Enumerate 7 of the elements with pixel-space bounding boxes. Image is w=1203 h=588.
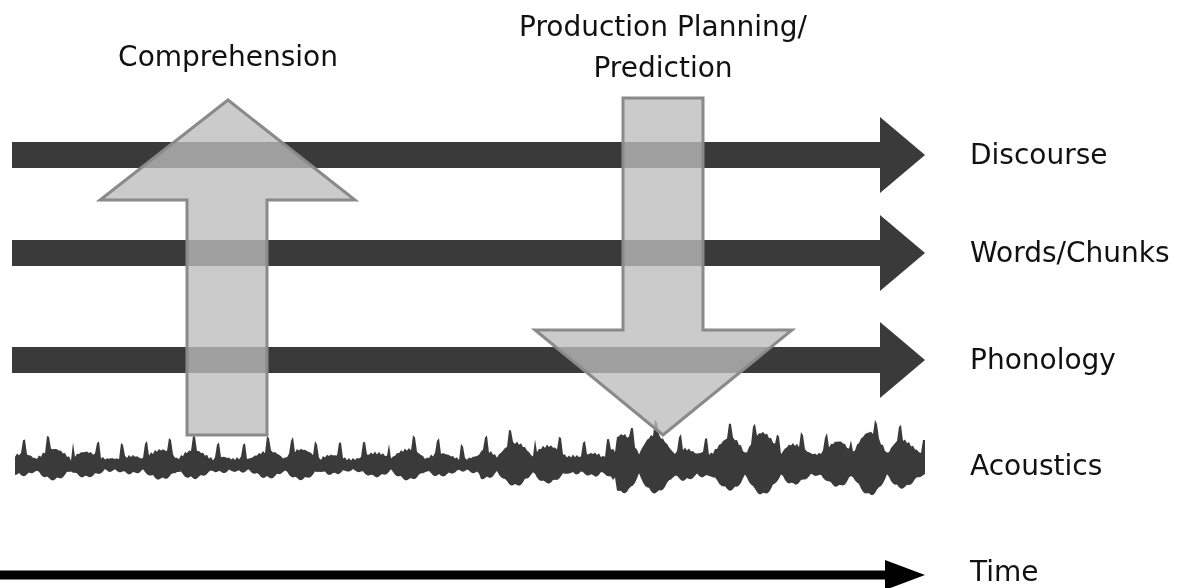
level-label: Phonology bbox=[970, 343, 1116, 376]
level-label: Discourse bbox=[970, 138, 1108, 171]
arrow-label: Comprehension bbox=[117, 39, 339, 75]
level-label: Words/Chunks bbox=[970, 236, 1170, 269]
axis-label: Time bbox=[970, 555, 1039, 588]
arrow-label: Production Planning/ Prediction bbox=[518, 9, 808, 86]
level-label: Acoustics bbox=[970, 449, 1103, 482]
